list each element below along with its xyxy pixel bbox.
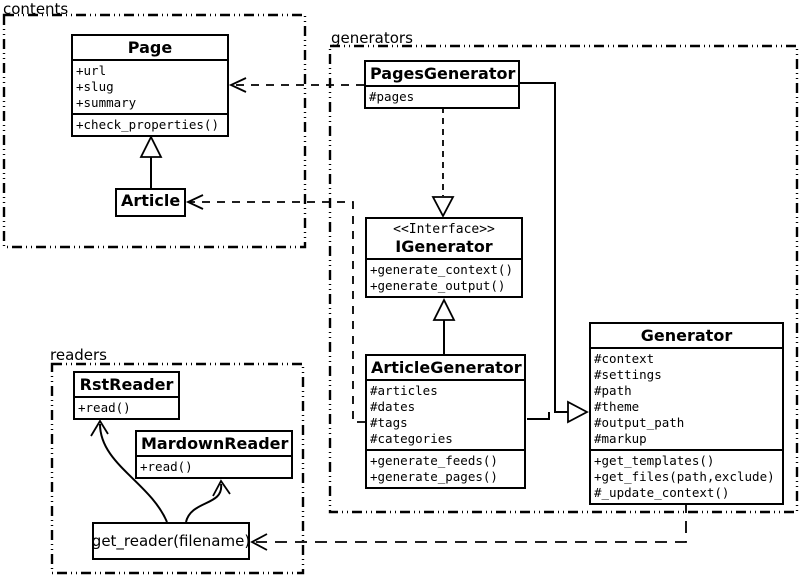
class-generator-title: Generator bbox=[640, 326, 733, 345]
class-page-attributes: +url +slug +summary bbox=[73, 59, 227, 113]
attribute: #pages bbox=[369, 89, 415, 104]
class-rstreader-methods: +read() bbox=[75, 396, 178, 418]
class-igenerator-title: IGenerator bbox=[395, 237, 493, 256]
class-articlegenerator-attributes: #articles #dates #tags #categories bbox=[367, 379, 524, 449]
class-articlegenerator: ArticleGenerator #articles #dates #tags … bbox=[365, 354, 526, 489]
class-mardownreader: MardownReader +read() bbox=[135, 430, 293, 479]
attribute: #markup bbox=[594, 431, 647, 446]
attribute: #categories bbox=[370, 431, 453, 446]
class-igenerator: <<Interface>> IGenerator +generate_conte… bbox=[365, 217, 523, 298]
contents-package-label: contents bbox=[3, 0, 69, 18]
dependency-articlegenerator-to-article bbox=[185, 194, 365, 423]
realization-pagesgenerator-to-igenerator bbox=[431, 107, 455, 218]
attribute: +url bbox=[76, 63, 107, 78]
readers-package-label: readers bbox=[50, 346, 107, 364]
method: +generate_context() bbox=[370, 262, 513, 277]
class-igenerator-methods: +generate_context() +generate_output() bbox=[367, 258, 521, 296]
generalization-articlegenerator-to-igenerator bbox=[432, 297, 456, 354]
attribute: #dates bbox=[370, 399, 416, 414]
class-pagesgenerator-attributes: #pages bbox=[366, 85, 518, 107]
class-generator-attributes: #context #settings #path #theme #output_… bbox=[591, 347, 782, 449]
class-generator: Generator #context #settings #path #them… bbox=[589, 322, 784, 505]
class-rstreader-title: RstReader bbox=[79, 375, 174, 394]
getreader-label: get_reader(filename) bbox=[91, 532, 251, 550]
class-page: Page +url +slug +summary +check_properti… bbox=[71, 34, 229, 137]
attribute: #path bbox=[594, 383, 632, 398]
dependency-generator-to-getreader bbox=[250, 501, 687, 551]
class-articlegenerator-title: ArticleGenerator bbox=[371, 358, 522, 377]
method: +generate_output() bbox=[370, 278, 506, 293]
class-article: Article bbox=[115, 188, 186, 217]
generators-package-border bbox=[328, 44, 799, 514]
class-page-methods: +check_properties() bbox=[73, 113, 227, 135]
getreader-node: get_reader(filename) bbox=[92, 522, 250, 560]
arrow-getreader-to-rstreader bbox=[90, 419, 168, 523]
attribute: #articles bbox=[370, 383, 438, 398]
class-pagesgenerator-title: PagesGenerator bbox=[370, 64, 516, 83]
method: +check_properties() bbox=[76, 117, 219, 132]
method: +generate_pages() bbox=[370, 469, 498, 484]
class-mardownreader-methods: +read() bbox=[137, 455, 291, 477]
attribute: #settings bbox=[594, 367, 662, 382]
generators-package-label: generators bbox=[331, 29, 413, 47]
attribute: #context bbox=[594, 351, 655, 366]
generalization-article-to-page bbox=[139, 134, 163, 188]
class-articlegenerator-methods: +generate_feeds() +generate_pages() bbox=[367, 449, 524, 487]
method: #_update_context() bbox=[594, 485, 730, 500]
dependency-pagesgenerator-to-page bbox=[228, 77, 364, 93]
class-page-title: Page bbox=[127, 38, 173, 57]
class-mardownreader-title: MardownReader bbox=[141, 434, 289, 453]
class-rstreader: RstReader +read() bbox=[73, 371, 180, 420]
method: +get_templates() bbox=[594, 453, 715, 468]
attribute: +slug bbox=[76, 79, 114, 94]
arrow-getreader-to-mardownreader bbox=[185, 479, 231, 523]
generalization-generators-to-generator bbox=[519, 82, 589, 424]
contents-package-border bbox=[2, 13, 307, 249]
class-article-title: Article bbox=[121, 191, 181, 210]
class-igenerator-stereotype: <<Interface>> bbox=[393, 222, 495, 237]
readers-package-border bbox=[50, 362, 305, 575]
method: +get_files(path,exclude) bbox=[594, 469, 775, 484]
method: +generate_feeds() bbox=[370, 453, 498, 468]
class-pagesgenerator: PagesGenerator #pages bbox=[364, 60, 520, 109]
attribute: #theme bbox=[594, 399, 640, 414]
class-generator-methods: +get_templates() +get_files(path,exclude… bbox=[591, 449, 782, 503]
method: +read() bbox=[78, 400, 131, 415]
attribute: #output_path bbox=[594, 415, 685, 430]
attribute: +summary bbox=[76, 95, 137, 110]
attribute: #tags bbox=[370, 415, 408, 430]
method: +read() bbox=[140, 459, 193, 474]
